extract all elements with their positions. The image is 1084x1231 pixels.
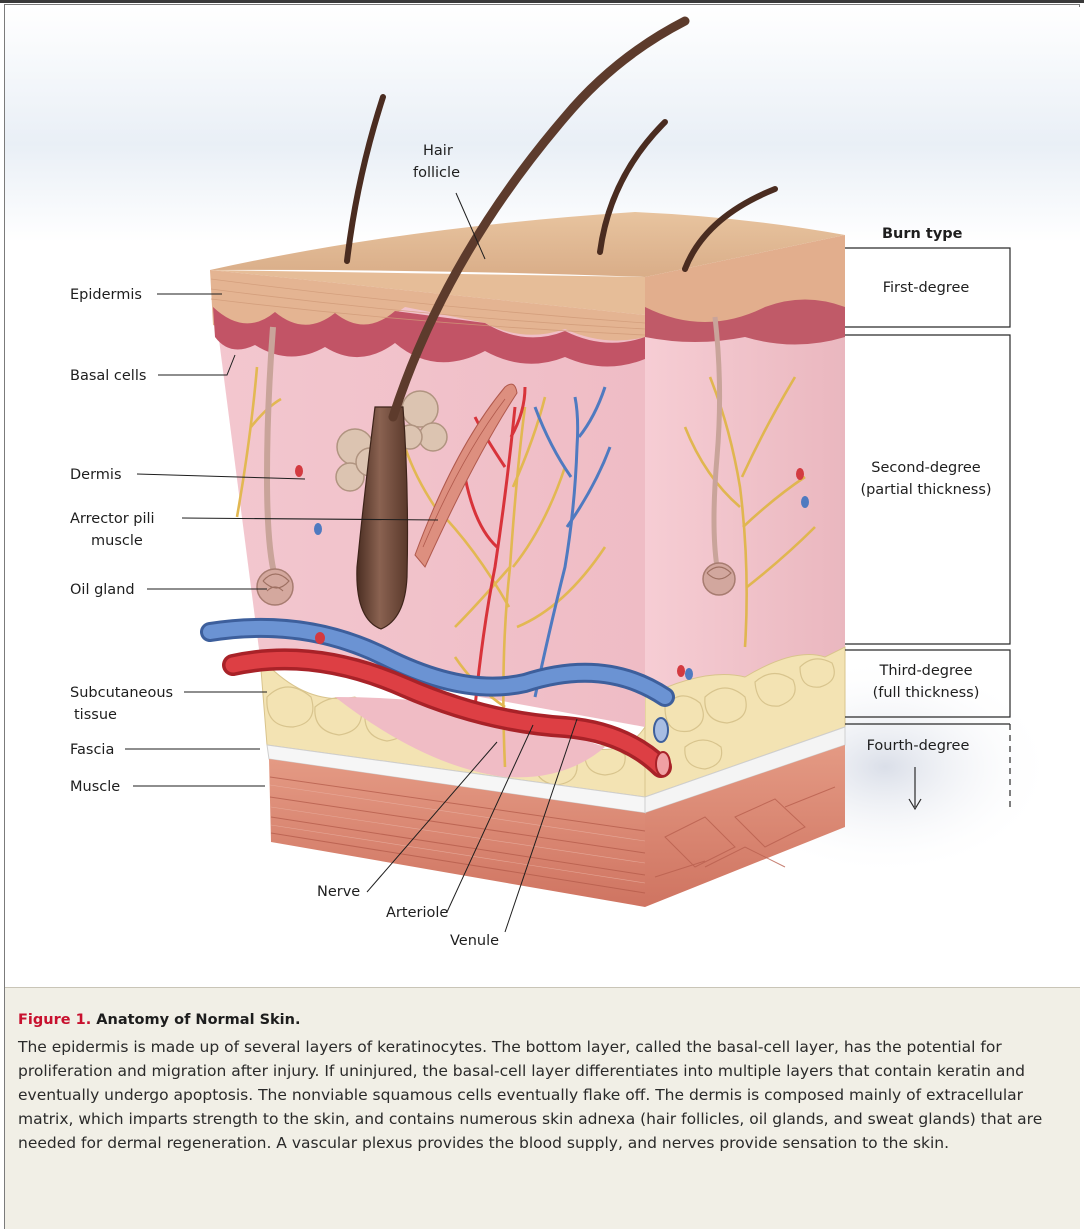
figure-caption: Figure 1. Anatomy of Normal Skin. The ep… [5, 987, 1080, 1229]
top-rule [0, 0, 1084, 3]
burn-first-degree: First-degree [883, 280, 970, 296]
burn-fourth-degree: Fourth-degree [867, 738, 970, 754]
label-oil-gland: Oil gland [70, 582, 135, 598]
skin-illustration: Hair follicle Epidermis Basal cells Derm… [5, 7, 1080, 987]
figure-number: Figure 1. [18, 1012, 91, 1028]
burn-type-heading: Burn type [882, 226, 963, 242]
label-venule: Venule [450, 933, 499, 949]
label-arteriole: Arteriole [386, 905, 448, 921]
label-arrector-pili-1: Arrector pili [70, 511, 155, 527]
label-muscle: Muscle [70, 779, 120, 795]
label-basal-cells: Basal cells [70, 368, 146, 384]
burn-second-degree-1: Second-degree [871, 460, 980, 476]
side-face [645, 235, 845, 907]
label-nerve: Nerve [317, 884, 360, 900]
figure-title: Anatomy of Normal Skin. [96, 1012, 300, 1028]
burn-third-degree-1: Third-degree [878, 663, 972, 679]
label-arrector-pili-2: muscle [91, 533, 143, 549]
burn-second-degree-2: (partial thickness) [860, 482, 991, 498]
burn-third-degree-2: (full thickness) [873, 685, 980, 701]
caption-body: The epidermis is made up of several laye… [18, 1035, 1066, 1155]
front-face [210, 270, 670, 907]
label-hair-follicle-2: follicle [413, 165, 460, 181]
label-subcutaneous-1: Subcutaneous [70, 685, 173, 701]
label-subcutaneous-2: tissue [74, 707, 117, 723]
label-epidermis: Epidermis [70, 287, 142, 303]
label-dermis: Dermis [70, 467, 122, 483]
label-fascia: Fascia [70, 742, 114, 758]
label-hair-follicle-1: Hair [423, 143, 453, 159]
caption-title-line: Figure 1. Anatomy of Normal Skin. [18, 1012, 1066, 1028]
